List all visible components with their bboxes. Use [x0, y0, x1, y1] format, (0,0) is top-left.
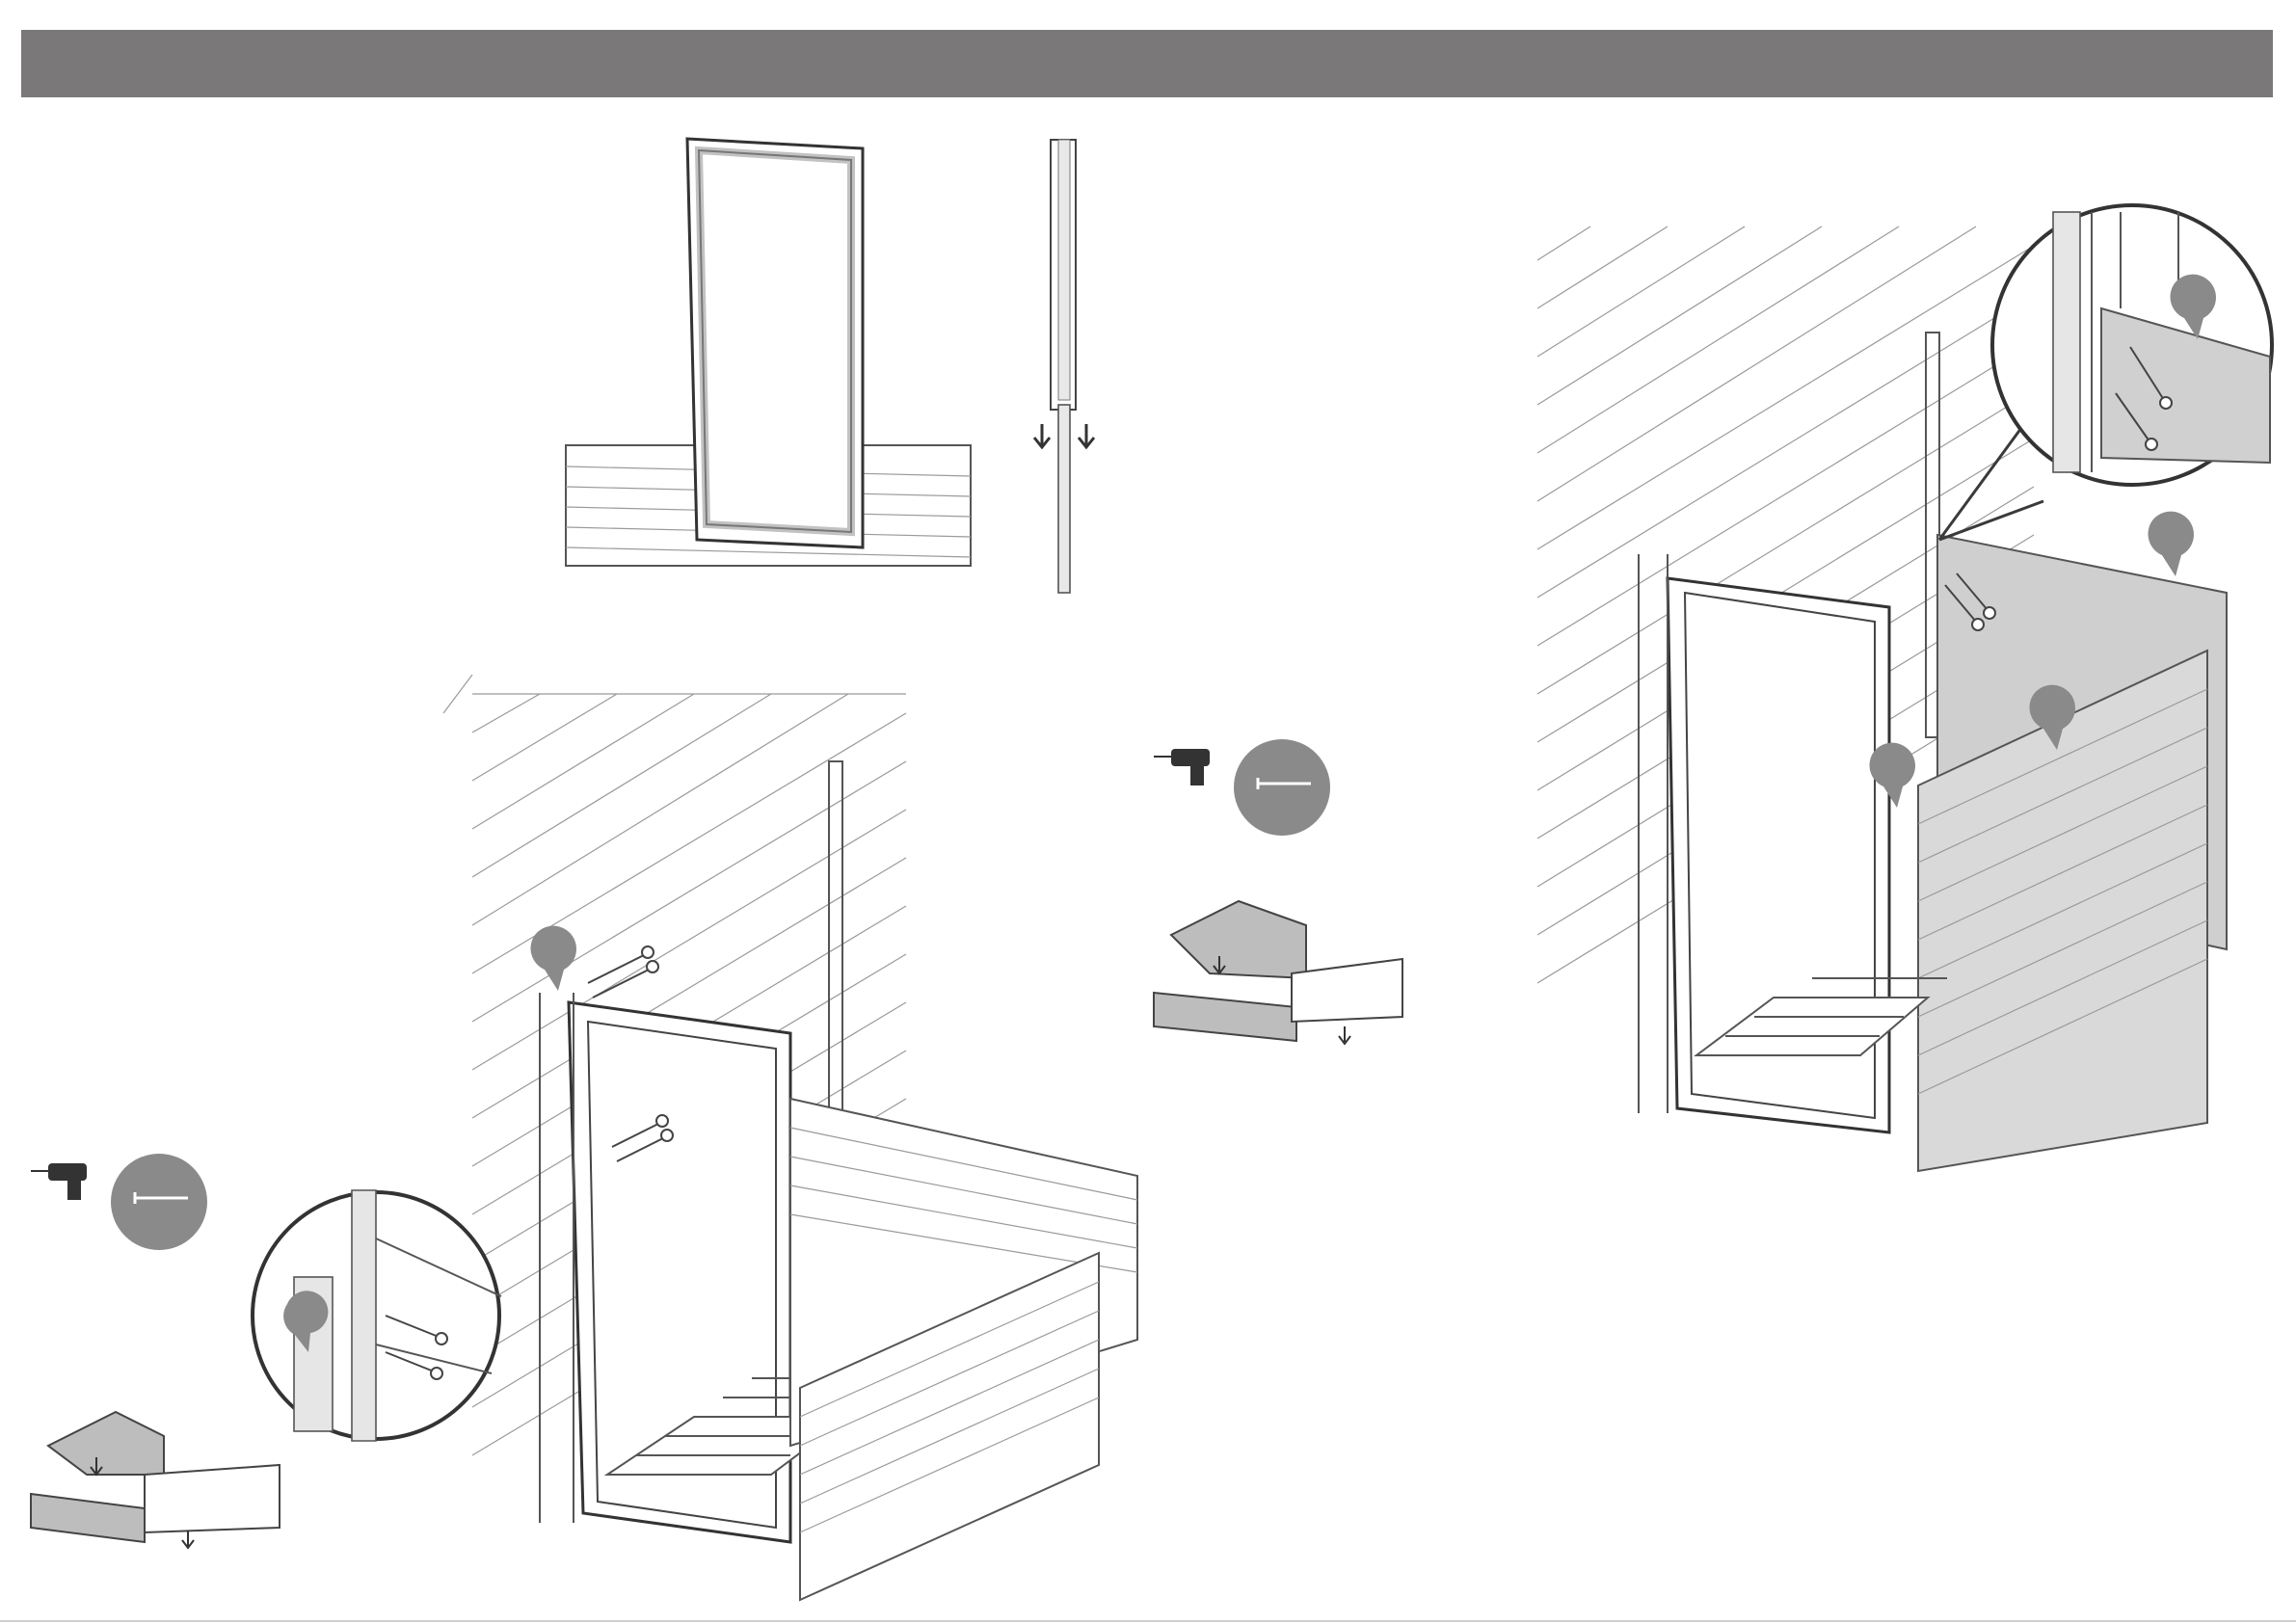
tool-callout-left: [29, 1152, 222, 1267]
screw-badge: [1234, 739, 1330, 836]
tool-callout-middle: [1152, 737, 1345, 853]
left-assembly-drawing: [443, 675, 1137, 1581]
tool-callout-left-drawing: [29, 1152, 222, 1267]
joint-drawing-middle: [1152, 896, 1412, 1079]
down-arrow-icon: [1079, 424, 1094, 447]
screw-badge: [111, 1154, 207, 1250]
tool-callout-middle-drawing: [1152, 737, 1345, 853]
drill-icon: [31, 1163, 87, 1200]
door-frame-drawing: [564, 135, 978, 598]
drill-icon: [1154, 749, 1210, 785]
frame-post-detail: [1027, 135, 1113, 598]
board-joint-detail-left: [29, 1407, 280, 1581]
down-arrow-icon: [1034, 424, 1050, 447]
header-bar: [21, 30, 2273, 97]
step-assembly-left: [443, 675, 1137, 1581]
screw-magnifier: [241, 1181, 530, 1460]
board-joint-detail-middle: [1152, 896, 1412, 1079]
joint-drawing-left: [29, 1407, 280, 1581]
magnifier-drawing: [241, 1181, 530, 1460]
bottom-rule: [0, 1620, 2296, 1622]
post-drawing: [1027, 135, 1113, 598]
screw-magnifier-right: [1986, 202, 2284, 501]
magnifier-right-drawing: [1986, 202, 2284, 501]
door-frame-detail: [564, 135, 978, 598]
